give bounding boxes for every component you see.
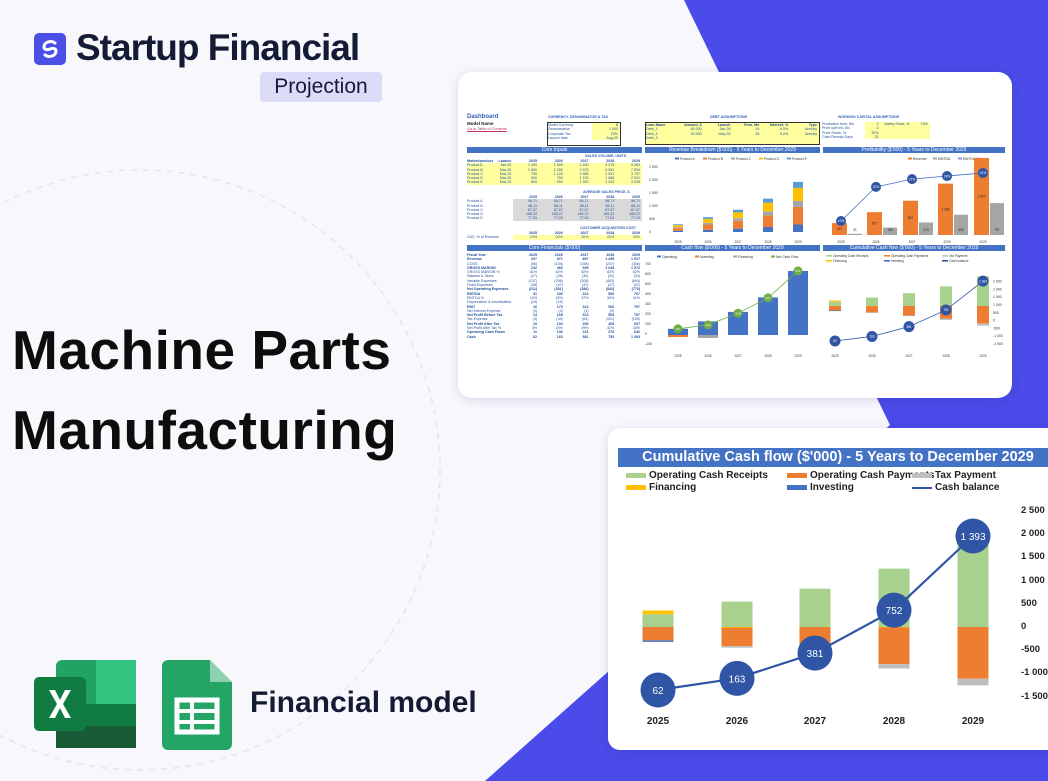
cumulative-cash-flow-chart: 62 163 381 752 1 393 bbox=[640, 518, 991, 708]
brand-name: Startup Financial bbox=[76, 27, 360, 68]
legend-label: Financing bbox=[649, 482, 697, 493]
y-tick-label: 2 500 bbox=[1021, 505, 1045, 516]
legend-swatch bbox=[787, 485, 807, 490]
cash-balance-point bbox=[640, 672, 676, 708]
x-tick-label: 2029 bbox=[961, 716, 985, 727]
x-tick-label: 2027 bbox=[803, 716, 827, 727]
legend-item: Tax Payment bbox=[912, 470, 996, 481]
cash-balance-point bbox=[955, 518, 991, 554]
headline-line-2: Manufacturing bbox=[12, 399, 398, 461]
chart-title: Cumulative Cash flow ($'000) - 5 Years t… bbox=[618, 448, 1048, 467]
bar-operating-cash-payments bbox=[642, 627, 674, 641]
google-sheets-icon bbox=[162, 660, 232, 750]
bar-operating-cash-receipts bbox=[642, 614, 674, 627]
bar-investing bbox=[642, 640, 674, 642]
y-tick-label: 500 bbox=[1021, 597, 1037, 609]
y-tick-label: 1 500 bbox=[1021, 551, 1045, 563]
cash-balance-label: 1 393 bbox=[960, 532, 985, 543]
x-tick-label: 2025 bbox=[646, 716, 670, 727]
cash-balance-point bbox=[719, 660, 755, 696]
bar-tax-payment bbox=[721, 646, 753, 648]
legend-swatch bbox=[787, 473, 807, 478]
bar-operating-cash-payments bbox=[878, 627, 910, 665]
legend-item: Cash balance bbox=[912, 482, 999, 493]
y-tick-label: -1 500 bbox=[1021, 690, 1048, 702]
bar-tax-payment bbox=[878, 664, 910, 669]
legend-label: Investing bbox=[810, 482, 854, 493]
legend-label: Tax Payment bbox=[935, 470, 996, 481]
brand-logo-icon bbox=[34, 33, 66, 65]
cash-balance-label: 381 bbox=[807, 649, 824, 660]
financial-model-label: Financial model bbox=[250, 686, 477, 719]
brand-tag: Projection bbox=[260, 72, 382, 102]
y-tick-label: -1 000 bbox=[1021, 667, 1048, 679]
legend-swatch bbox=[912, 486, 932, 489]
legend-swatch bbox=[626, 473, 646, 478]
cash-balance-point bbox=[797, 635, 833, 671]
dashboard-preview-card bbox=[458, 72, 1012, 398]
legend-item: Financing bbox=[626, 482, 696, 493]
legend-swatch bbox=[626, 485, 646, 490]
x-tick-label: 2026 bbox=[725, 716, 749, 727]
cash-balance-label: 62 bbox=[652, 686, 664, 697]
legend-label: Cash balance bbox=[935, 482, 1000, 493]
y-tick-label: 2 000 bbox=[1021, 528, 1045, 540]
bar-operating-cash-receipts bbox=[721, 601, 753, 627]
bar-operating-cash-payments bbox=[957, 627, 989, 679]
legend-item: Operating Cash Receipts bbox=[626, 470, 768, 481]
bar-financing bbox=[642, 610, 674, 615]
y-tick-label: -500 bbox=[1021, 644, 1041, 656]
bar-operating-cash-receipts bbox=[799, 588, 831, 627]
bar-operating-cash-payments bbox=[721, 627, 753, 647]
legend-item: Operating Cash Payments bbox=[787, 470, 934, 481]
legend-label: Operating Cash Payments bbox=[810, 470, 935, 481]
legend-swatch bbox=[912, 473, 932, 478]
legend-label: Operating Cash Receipts bbox=[649, 470, 768, 481]
excel-icon bbox=[34, 660, 136, 748]
cash-balance-label: 163 bbox=[729, 674, 746, 685]
cash-balance-point bbox=[876, 592, 912, 628]
y-tick-label: 0 bbox=[1021, 621, 1027, 632]
y-tick-label: 1 000 bbox=[1021, 574, 1045, 586]
bar-operating-cash-receipts bbox=[957, 538, 989, 627]
cash-balance-label: 752 bbox=[886, 606, 903, 617]
legend-item: Investing bbox=[787, 482, 854, 493]
headline-line-1: Machine Parts bbox=[12, 319, 392, 381]
bar-tax-payment bbox=[957, 678, 989, 686]
x-tick-label: 2028 bbox=[882, 716, 906, 727]
